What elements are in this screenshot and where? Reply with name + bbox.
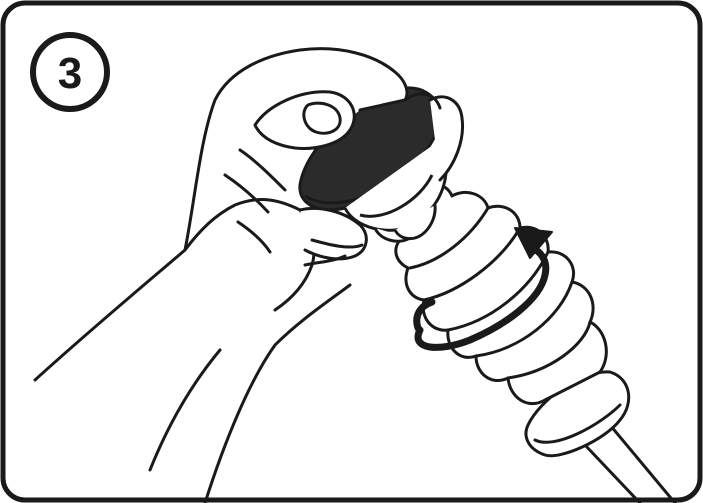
step-badge: 3: [33, 35, 107, 109]
step-number: 3: [58, 49, 82, 98]
